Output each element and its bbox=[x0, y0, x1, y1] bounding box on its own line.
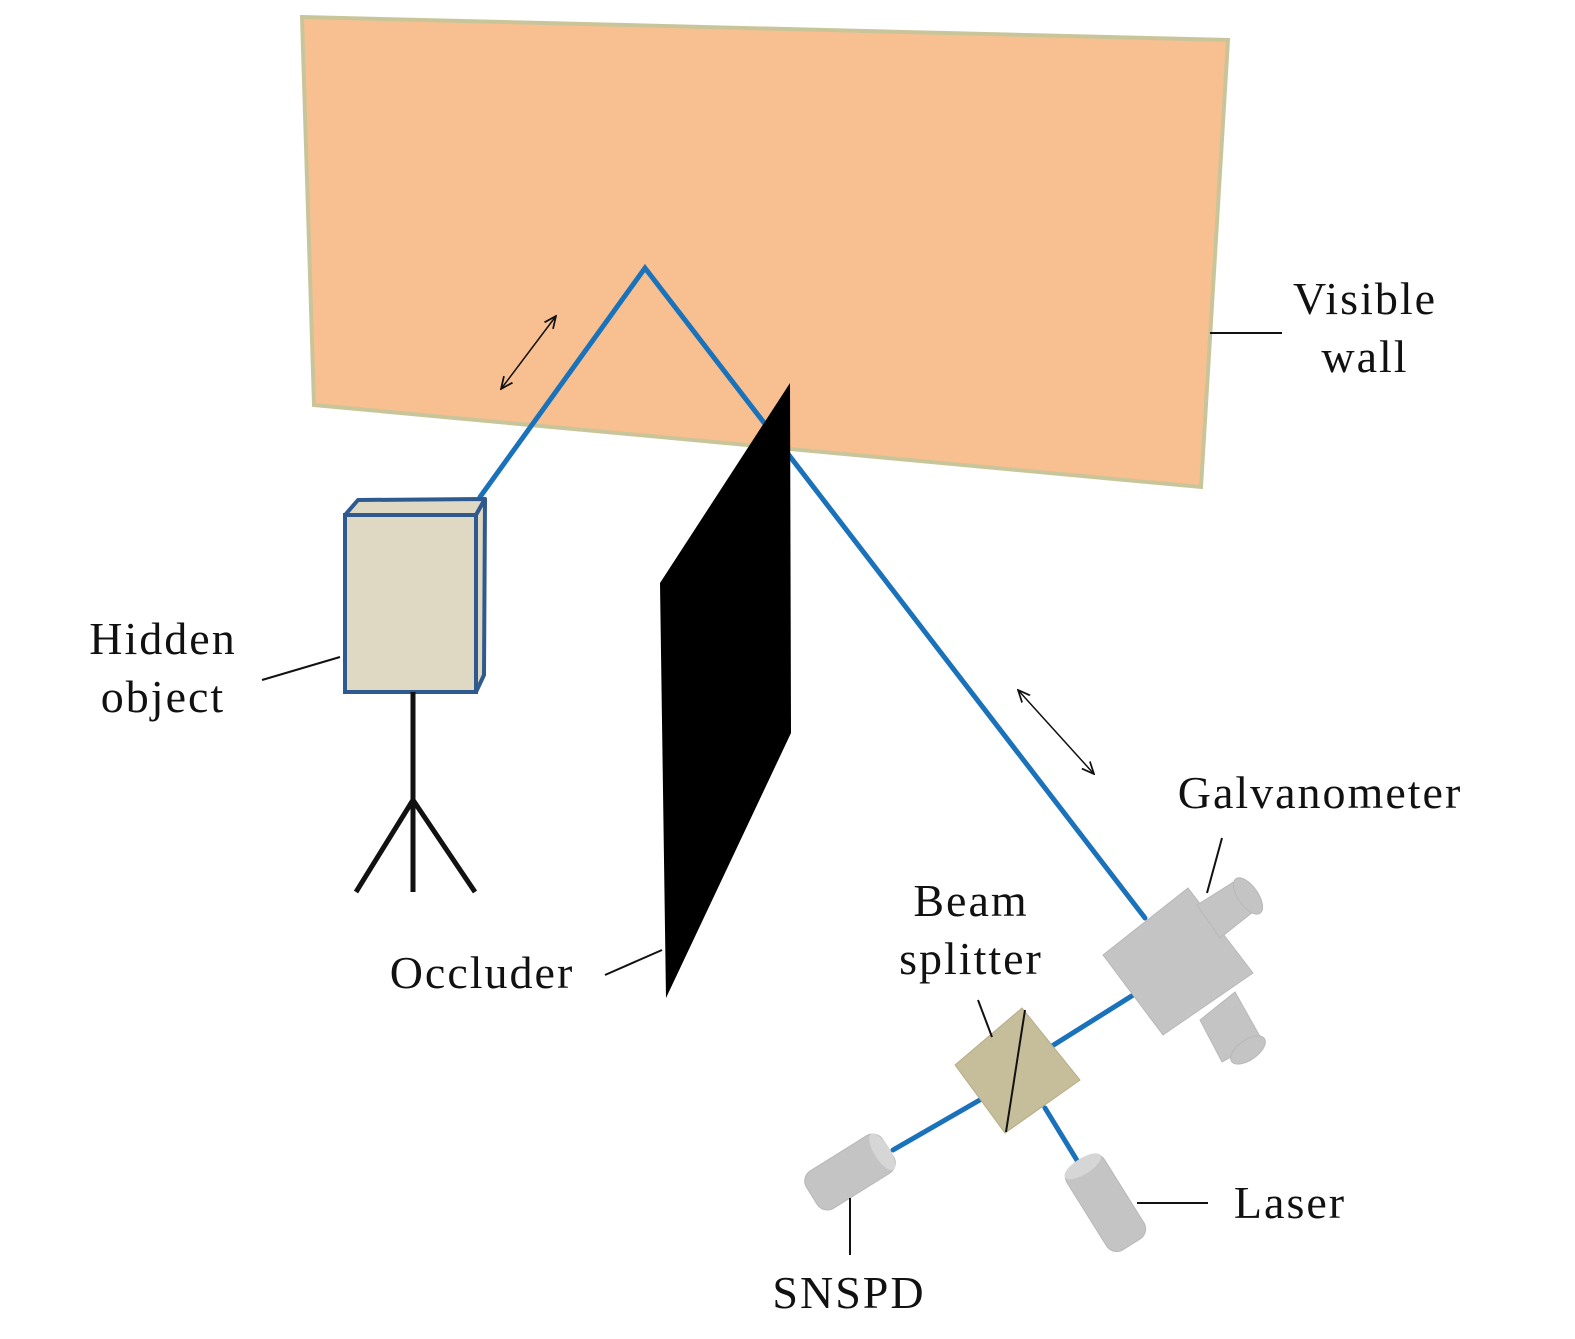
label-beam-splitter-line2: splitter bbox=[899, 933, 1043, 984]
beam-galvo-splitter bbox=[1049, 989, 1141, 1049]
leader-galvanometer bbox=[1206, 837, 1223, 894]
beam-splitter bbox=[954, 1007, 1081, 1134]
beam-splitter-snspd bbox=[890, 1094, 988, 1153]
visible-wall bbox=[299, 14, 1231, 490]
leader-hidden-object bbox=[261, 656, 341, 681]
label-visible-wall-line2: wall bbox=[1321, 331, 1408, 382]
leader-occluder bbox=[604, 949, 663, 976]
label-galvanometer: Galvanometer bbox=[1178, 767, 1463, 818]
laser-beam-path bbox=[477, 263, 1148, 921]
occluder bbox=[660, 383, 791, 998]
label-snspd: SNSPD bbox=[772, 1267, 925, 1318]
galvanometer bbox=[1102, 877, 1266, 1065]
beam-splitter-laser bbox=[1042, 1105, 1081, 1165]
hidden-object bbox=[343, 497, 487, 694]
label-occluder: Occluder bbox=[390, 947, 575, 998]
label-visible-wall-line1: Visible bbox=[1293, 273, 1437, 324]
label-beam-splitter-line1: Beam bbox=[913, 875, 1028, 926]
distance-arrow-wall-galvo bbox=[1018, 690, 1094, 774]
laser-source bbox=[1064, 1153, 1147, 1253]
label-hidden-object-line1: Hidden bbox=[89, 613, 236, 664]
leader-beam-splitter bbox=[977, 999, 993, 1038]
label-laser: Laser bbox=[1234, 1177, 1346, 1228]
snspd-detector bbox=[804, 1133, 896, 1211]
label-hidden-object-line2: object bbox=[101, 671, 225, 722]
tripod bbox=[353, 692, 478, 894]
distance-arrow-object-wall bbox=[501, 316, 556, 389]
